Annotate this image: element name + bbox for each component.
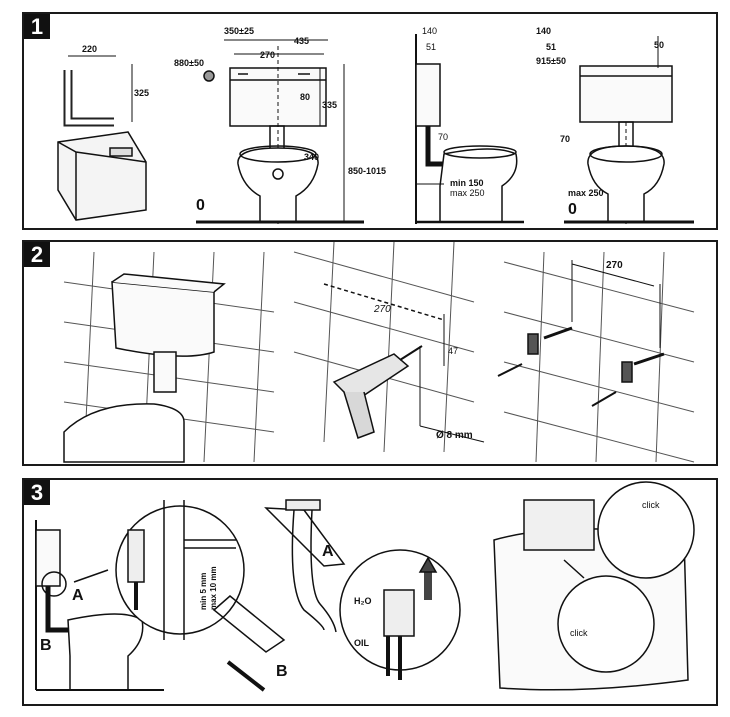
dimension-diagram: 220 325 350±25 435 270 880±50 80 335 340… <box>57 26 694 224</box>
label-a2: A <box>322 543 334 560</box>
assembly-diagram: A B A B min 5 mm max 10 mm H₂O OIL click… <box>35 481 695 692</box>
hole-spacing-label: 270 <box>606 260 623 271</box>
step-number: 3 <box>24 480 50 505</box>
floor-to-top-label: 850-1015 <box>348 166 386 176</box>
outlet-height-label: 340 <box>304 152 319 162</box>
rough-in-label: 350±25 <box>224 26 254 36</box>
step-1-panel: 1 <box>22 12 718 230</box>
right-max-label: max 250 <box>568 188 604 198</box>
side-depth-label: 140 <box>422 26 437 36</box>
click-label-1: click <box>642 500 660 510</box>
label-b2: B <box>276 663 288 680</box>
pipe-min-label: min 150 <box>450 178 484 188</box>
insert-depth-max-label: max 10 mm <box>209 566 218 610</box>
insert-depth-min-label: min 5 mm <box>199 573 208 610</box>
inlet-height-label: 880±50 <box>174 58 204 68</box>
right-depth-label: 140 <box>536 26 551 36</box>
top-width-label: 435 <box>294 36 309 46</box>
step-number: 2 <box>24 242 50 267</box>
side-depth2-label: 51 <box>426 42 436 52</box>
floor-label: 0 <box>196 197 205 214</box>
right-inlet-label: 915±50 <box>536 56 566 66</box>
tank-body-height-label: 335 <box>322 100 337 110</box>
mount-spacing-label: 270 <box>260 50 275 60</box>
wall-drilling-diagram: 270 270 47 Ø 8 mm <box>63 242 695 463</box>
hole-spacing-italic-label: 270 <box>373 304 391 315</box>
oil-label: OIL <box>354 638 370 648</box>
h2o-label: H₂O <box>354 596 372 606</box>
step-2-panel: 2 <box>22 240 718 466</box>
tank-height-label: 325 <box>134 88 149 98</box>
label-b1: B <box>40 637 52 654</box>
click-label-2: click <box>570 628 588 638</box>
tank-width-label: 220 <box>82 44 97 54</box>
right-top-label: 50 <box>654 40 664 50</box>
label-a1: A <box>72 587 84 604</box>
pipe-offset-label: 70 <box>438 132 448 142</box>
step-3-panel: 3 <box>22 478 718 706</box>
hole-offset-label: 47 <box>448 346 458 356</box>
pipe-max-label: max 250 <box>450 188 485 198</box>
right-depth2-label: 51 <box>546 42 556 52</box>
cap-height-label: 80 <box>300 92 310 102</box>
step-number: 1 <box>24 14 50 39</box>
right-offset-label: 70 <box>560 134 570 144</box>
drill-size-label: Ø 8 mm <box>436 430 473 441</box>
right-floor-label: 0 <box>568 201 577 218</box>
